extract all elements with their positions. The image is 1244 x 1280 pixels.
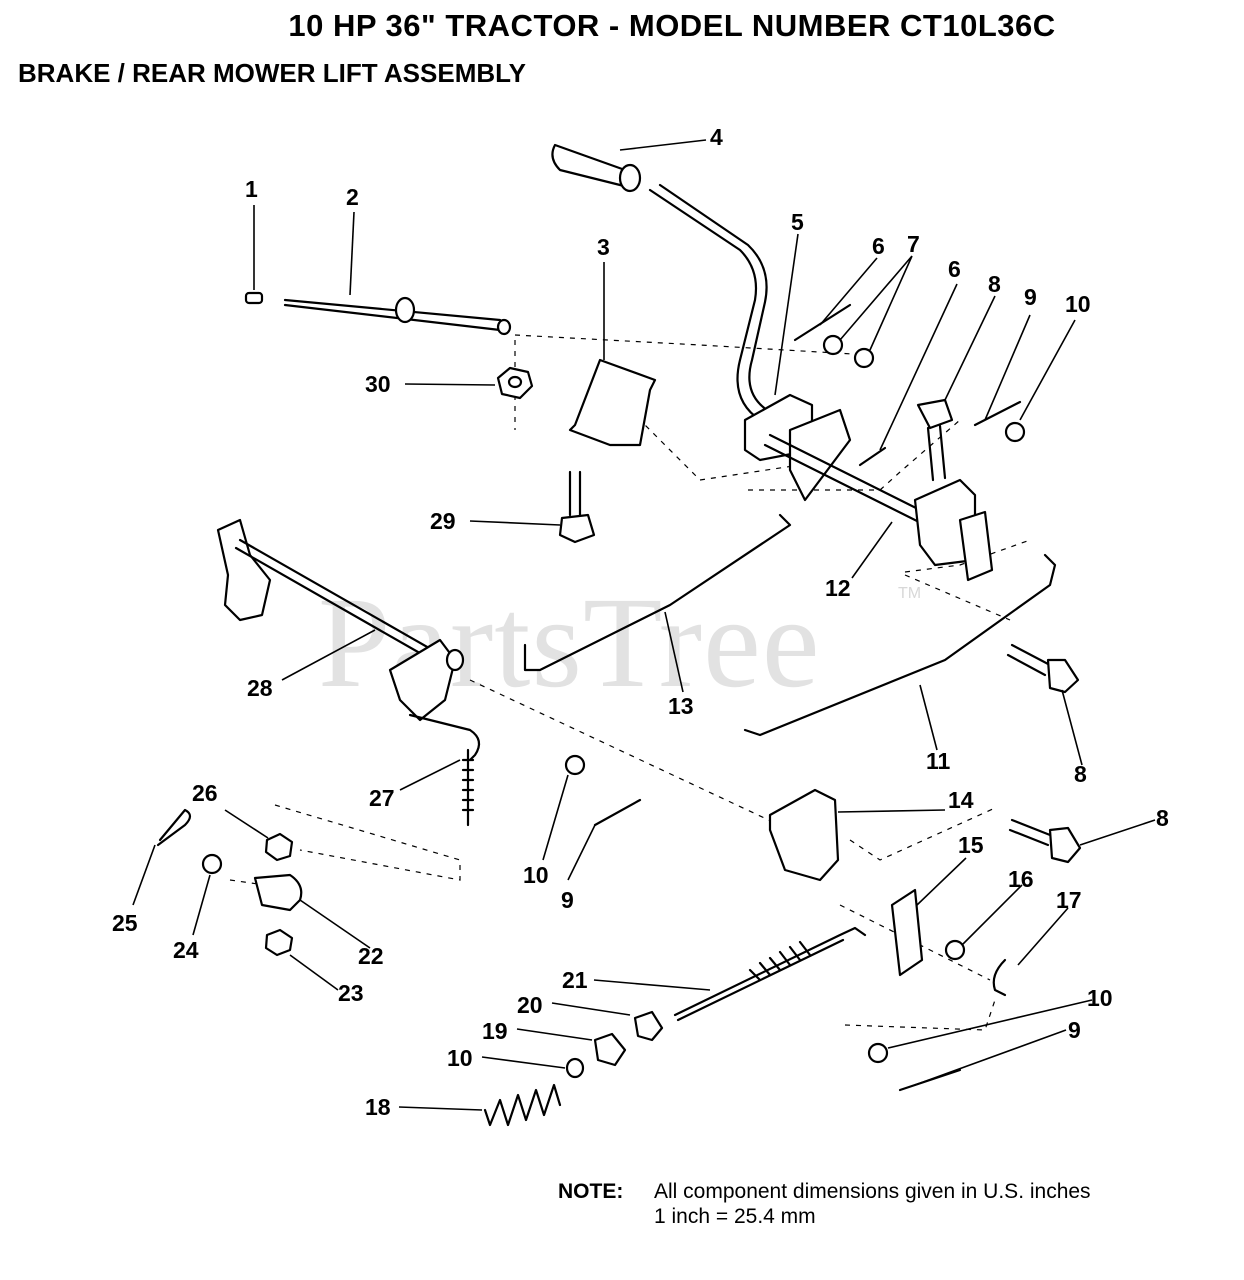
rod-13-part — [523, 513, 792, 672]
callout-13: 13 — [668, 693, 694, 719]
callout-labels: 1 2 3 4 5 6 7 6 8 9 10 30 29 12 28 13 11… — [112, 124, 1169, 1120]
cross-shaft-part — [216, 518, 465, 722]
rod-2-part — [283, 296, 512, 336]
spring-part — [483, 1083, 562, 1127]
callout-9c: 9 — [1068, 1017, 1081, 1043]
callout-1: 1 — [245, 176, 258, 202]
callout-20: 20 — [517, 992, 543, 1018]
bolt-29-part — [558, 470, 596, 544]
assembly-subtitle: BRAKE / REAR MOWER LIFT ASSEMBLY — [18, 58, 526, 88]
callout-3: 3 — [597, 234, 610, 260]
callout-19: 19 — [482, 1018, 508, 1044]
callout-8b: 8 — [1074, 761, 1087, 787]
callout-5: 5 — [791, 209, 804, 235]
note-conversion: 1 inch = 25.4 mm — [654, 1205, 816, 1228]
callout-23: 23 — [338, 980, 364, 1006]
callout-28: 28 — [247, 675, 273, 701]
callout-27: 27 — [369, 785, 395, 811]
pin-1-part — [244, 291, 264, 305]
rod-21-part — [673, 926, 867, 1022]
handle-grip-part — [551, 143, 642, 193]
leader-lines — [132, 139, 1156, 1111]
note-label: NOTE: — [558, 1180, 624, 1203]
callout-10c: 10 — [1087, 985, 1113, 1011]
bracket-14-part — [768, 788, 840, 882]
page-title: 10 HP 36" TRACTOR - MODEL NUMBER CT10L36… — [288, 8, 1056, 43]
lift-lever-part — [648, 183, 852, 502]
callout-25: 25 — [112, 910, 138, 936]
plate-15-part — [890, 888, 924, 977]
callout-14: 14 — [948, 787, 974, 813]
small-hardware — [201, 334, 1026, 1079]
callout-17: 17 — [1056, 887, 1082, 913]
callout-10d: 10 — [447, 1045, 473, 1071]
callout-18: 18 — [365, 1094, 391, 1120]
callout-10b: 10 — [523, 862, 549, 888]
bolt-8c-part — [1008, 818, 1082, 864]
bolt-8-part — [916, 398, 954, 482]
callout-15: 15 — [958, 832, 984, 858]
callout-22: 22 — [358, 943, 384, 969]
watermark-trademark: TM — [898, 585, 922, 602]
callout-6b: 6 — [948, 256, 961, 282]
callout-8c: 8 — [1156, 805, 1169, 831]
callout-7: 7 — [907, 231, 920, 257]
callout-8a: 8 — [988, 271, 1001, 297]
bolt-8b-part — [1006, 643, 1080, 694]
eyebolt-part — [408, 713, 481, 827]
callout-21: 21 — [562, 967, 588, 993]
callout-11: 11 — [926, 748, 951, 774]
callout-29: 29 — [430, 508, 456, 534]
note-text: All component dimensions given in U.S. i… — [654, 1180, 1091, 1203]
callout-16: 16 — [1008, 866, 1034, 892]
bracket-3-part — [568, 358, 657, 447]
callout-24: 24 — [173, 937, 199, 963]
callout-12: 12 — [825, 575, 851, 601]
rod-11-part — [743, 553, 1057, 737]
callout-4: 4 — [710, 124, 723, 150]
callout-9b: 9 — [561, 887, 574, 913]
callout-6a: 6 — [872, 233, 885, 259]
callout-10a: 10 — [1065, 291, 1091, 317]
callout-2: 2 — [346, 184, 359, 210]
callout-26: 26 — [192, 780, 218, 806]
shaft-part — [763, 433, 994, 582]
callout-9a: 9 — [1024, 284, 1037, 310]
callout-30: 30 — [365, 371, 391, 397]
nut-30-part — [496, 366, 534, 400]
